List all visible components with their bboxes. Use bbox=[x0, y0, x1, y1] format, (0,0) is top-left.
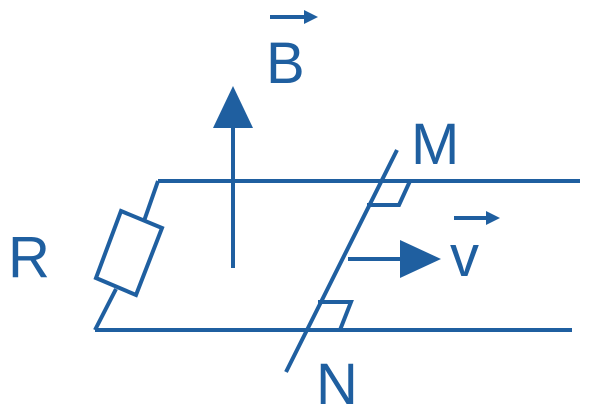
velocity-label: v bbox=[450, 224, 479, 289]
top-contact-bracket bbox=[367, 180, 412, 207]
left-connector-bottom bbox=[93, 288, 118, 331]
rod-mn bbox=[284, 149, 399, 373]
top-end-label: M bbox=[411, 112, 459, 177]
left-connector-top bbox=[142, 180, 160, 222]
bottom-end-label: N bbox=[316, 352, 358, 413]
resistor bbox=[93, 208, 165, 298]
field-label: B bbox=[266, 31, 305, 96]
bottom-contact-bracket bbox=[318, 300, 354, 331]
resistor-label: R bbox=[8, 225, 50, 290]
velocity-vector-arrowhead bbox=[486, 211, 500, 225]
field-arrow-head bbox=[213, 86, 253, 128]
field-vector-arrowhead bbox=[304, 10, 318, 24]
velocity-arrow-head bbox=[400, 240, 441, 278]
